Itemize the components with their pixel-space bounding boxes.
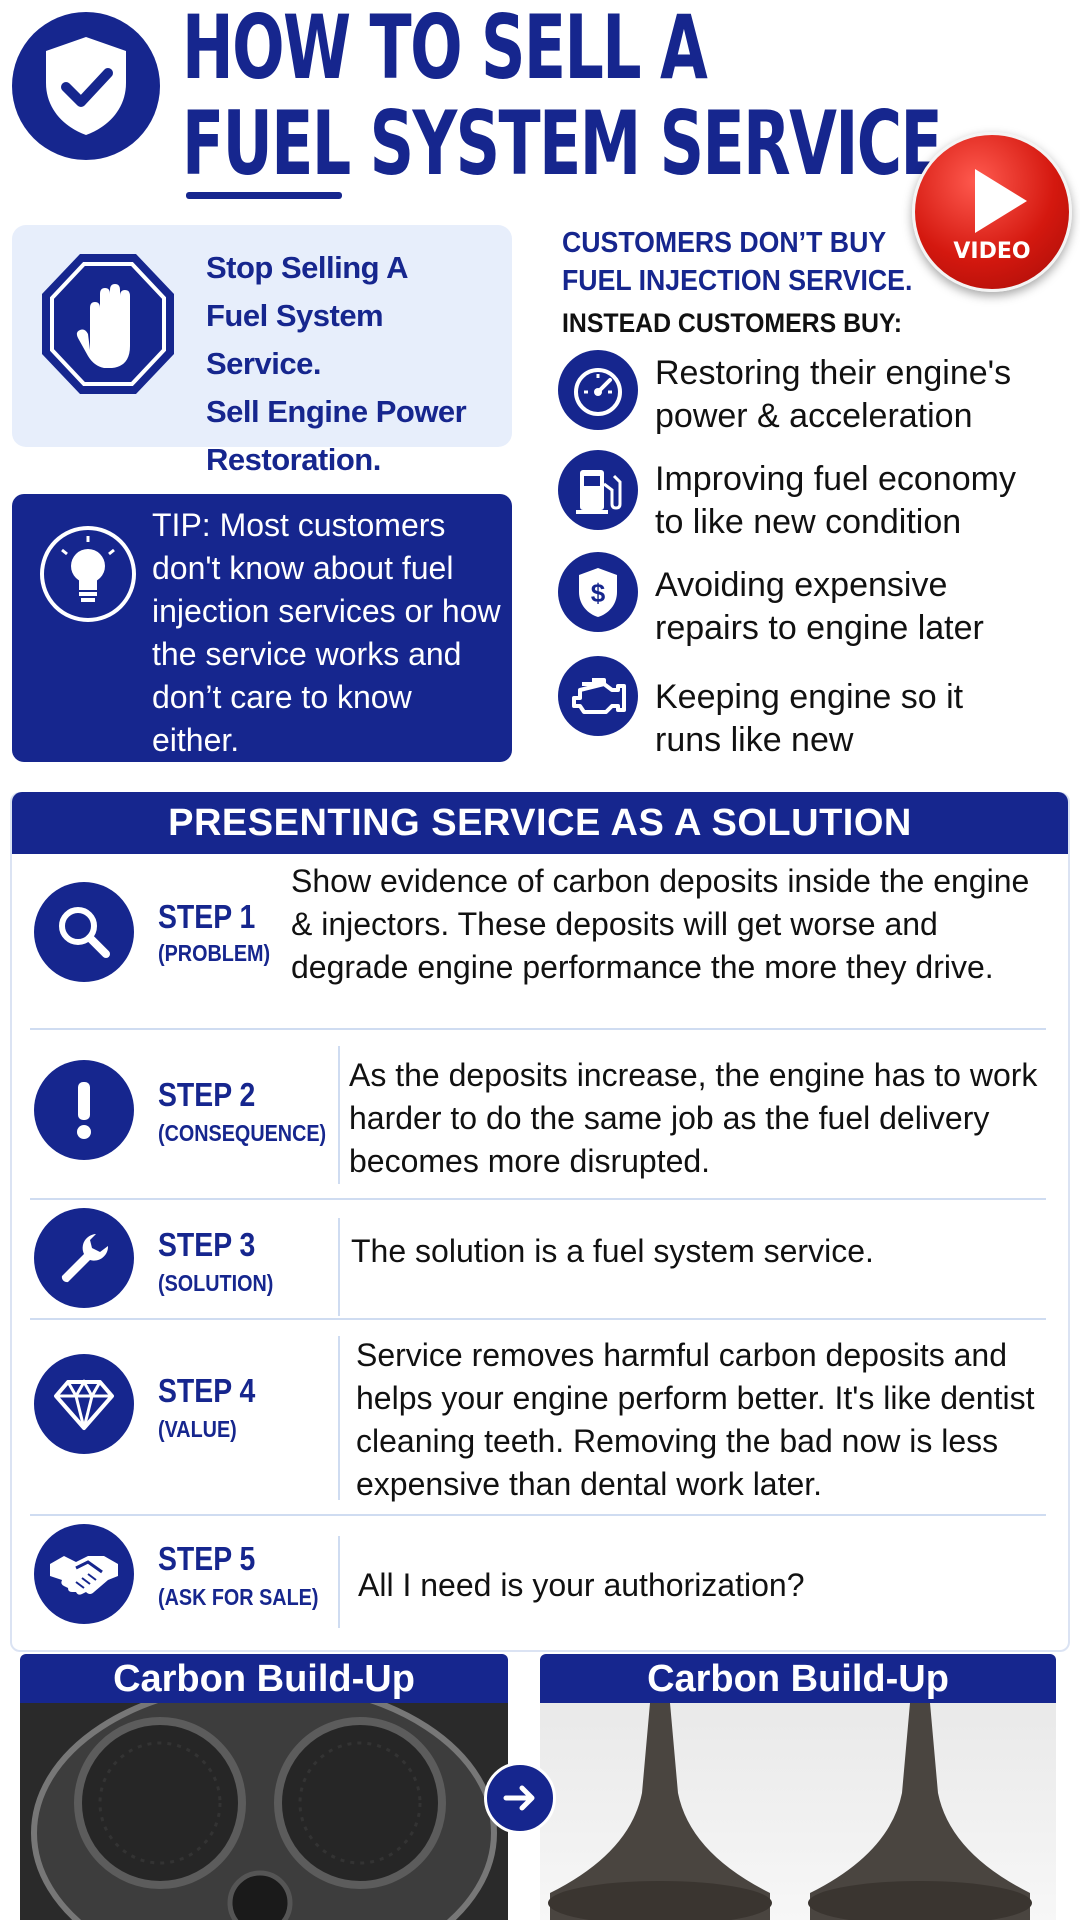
step-3-sub: (SOLUTION) [158,1270,274,1296]
title-underline [186,192,342,199]
customers-heading-line-2: FUEL INJECTION SERVICE. [562,265,913,297]
stop-hand-icon [42,254,174,394]
benefit-4-line-1: Keeping engine so it [655,678,964,716]
benefit-4: Keeping engine so it runs like new [655,676,1075,762]
step-divider [30,1318,1046,1320]
stop-line-2: Fuel System Service. [206,298,384,381]
exclamation-icon [34,1060,134,1160]
presenting-header: PRESENTING SERVICE AS A SOLUTION [12,792,1068,854]
step-5-divider [338,1536,340,1628]
step-3-text: The solution is a fuel system service. [351,1233,874,1269]
benefit-2-line-2: to like new condition [655,503,962,541]
diamond-icon [34,1354,134,1454]
svg-text:$: $ [591,578,606,608]
speedometer-icon [558,350,638,430]
benefit-3-line-2: repairs to engine later [655,609,984,647]
shield-check-badge [12,12,160,160]
left-photo-title: Carbon Build-Up [20,1654,508,1704]
presenting-section [10,792,1070,1652]
step-2-text: As the deposits increase, the engine has… [349,1057,1038,1179]
benefit-3: Avoiding expensive repairs to engine lat… [655,564,1075,650]
wrench-icon [34,1208,134,1308]
step-4-text: Service removes harmful carbon deposits … [356,1337,1035,1502]
lightbulb-icon [40,526,136,622]
customers-heading: CUSTOMERS DON’T BUY FUEL INJECTION SERVI… [562,224,912,300]
stop-line-3: Sell Engine Power [206,394,467,429]
step-3-divider [338,1218,340,1316]
step-1-text: Show evidence of carbon deposits inside … [291,863,1030,985]
step-4-sub: (VALUE) [158,1416,237,1442]
arrow-right-icon [503,1785,535,1811]
customers-heading-line-1: CUSTOMERS DON’T BUY [562,227,887,259]
step-2-sub: (CONSEQUENCE) [158,1120,327,1146]
carbon-piston-photo [20,1703,508,1920]
shield-check-icon [46,37,126,135]
stop-line-4: Restoration. [206,442,381,477]
benefit-2: Improving fuel economy to like new condi… [655,458,1075,544]
page-title: HOW TO SELL A FUEL SYSTEM SERVICE [182,0,1080,192]
step-5-label: STEP 5 [158,1540,256,1577]
step-4-divider [338,1336,340,1500]
benefit-1-line-1: Restoring their engine's [655,354,1012,392]
tip-text: TIP: Most customers don't know about fue… [152,507,501,758]
step-5-sub: (ASK FOR SALE) [158,1584,319,1610]
step-4-label: STEP 4 [158,1372,256,1409]
right-photo-title: Carbon Build-Up [540,1654,1056,1704]
step-1-label: STEP 1 [158,898,256,935]
stop-selling-text: Stop Selling A Fuel System Service. Sell… [206,244,506,484]
step-2-divider [338,1046,340,1184]
video-label: VIDEO [953,239,1031,264]
step-divider [30,1028,1046,1030]
benefit-2-line-1: Improving fuel economy [655,460,1016,498]
carbon-valves-photo [540,1703,1056,1920]
handshake-icon [34,1524,134,1624]
dollar-shield-icon: $ [558,552,638,632]
title-line-2: FUEL SYSTEM SERVICE [182,92,943,195]
stop-line-1: Stop Selling A [206,250,408,285]
benefit-4-line-2: runs like new [655,721,854,759]
engine-icon [558,656,638,736]
title-line-1: HOW TO SELL A [182,0,708,99]
magnifier-icon [34,882,134,982]
play-icon [975,169,1027,233]
benefit-1: Restoring their engine's power & acceler… [655,352,1075,438]
fuel-pump-icon [558,450,638,530]
customers-subheading: INSTEAD CUSTOMERS BUY: [562,308,902,338]
benefit-3-line-1: Avoiding expensive [655,566,948,604]
step-divider [30,1514,1046,1516]
next-arrow-button[interactable] [484,1762,556,1834]
step-2-label: STEP 2 [158,1076,256,1113]
step-3-label: STEP 3 [158,1226,256,1263]
benefit-1-line-2: power & acceleration [655,397,973,435]
step-5-text: All I need is your authorization? [358,1567,805,1603]
video-play-button[interactable]: VIDEO [912,132,1072,292]
step-1-sub: (PROBLEM) [158,940,271,966]
step-divider [30,1198,1046,1200]
tip-panel [12,494,512,762]
